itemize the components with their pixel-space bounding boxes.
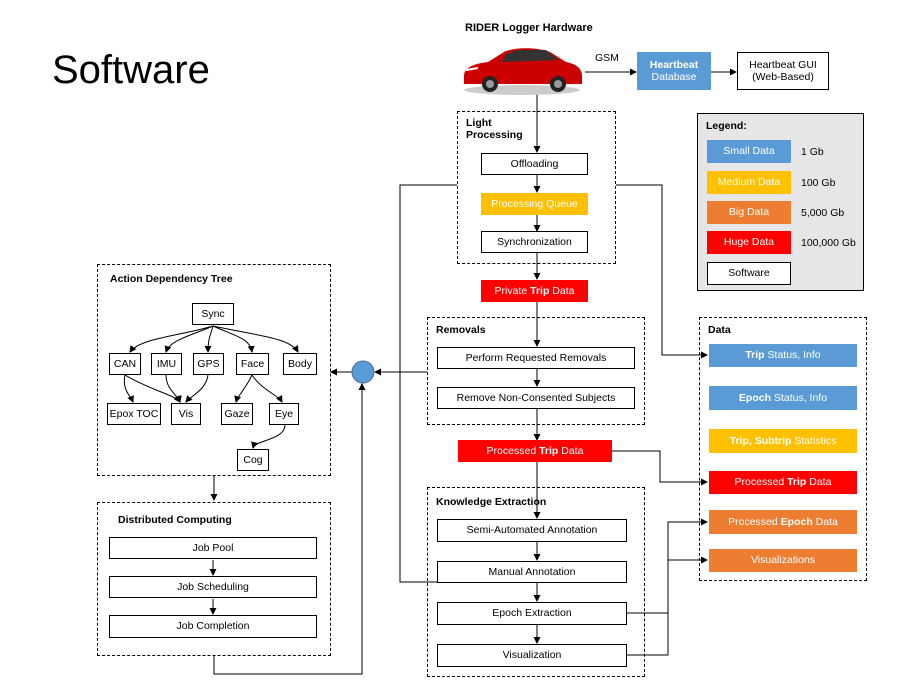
heartbeat-db-line2: Database <box>651 71 697 83</box>
legend-huge-data: Huge Data <box>707 231 791 254</box>
legend-title: Legend: <box>706 120 747 132</box>
synchronization-box: Synchronization <box>481 231 588 253</box>
legend-small-data: Small Data <box>707 140 791 163</box>
car-image <box>464 48 582 95</box>
processed-epoch-data-output: Processed Epoch Data <box>709 510 857 534</box>
face-node: Face <box>236 353 269 375</box>
light-processing-section <box>457 111 616 264</box>
legend-medium-value: 100 Gb <box>801 177 836 189</box>
epox-toc-node: Epox TOC <box>107 403 161 425</box>
legend-big-data: Big Data <box>707 201 791 224</box>
trip-subtrip-statistics: Trip, Subtrip Statistics <box>709 429 857 453</box>
semi-automated-annotation-box: Semi-Automated Annotation <box>437 519 627 542</box>
heartbeat-gui-line1: Heartbeat GUI <box>749 58 817 71</box>
body-node: Body <box>283 353 317 375</box>
visualization-box: Visualization <box>437 644 627 667</box>
epoch-status-info: Epoch Status, Info <box>709 386 857 410</box>
legend-huge-value: 100,000 Gb <box>801 237 856 249</box>
removals-section <box>427 317 645 425</box>
distributed-computing-title: Distributed Computing <box>118 514 232 526</box>
heartbeat-db-line1: Heartbeat <box>649 58 699 71</box>
page-title: Software <box>52 48 210 92</box>
epoch-extraction-box: Epoch Extraction <box>437 602 627 625</box>
hardware-title: RIDER Logger Hardware <box>465 22 593 34</box>
manual-annotation-box: Manual Annotation <box>437 561 627 583</box>
cog-node: Cog <box>237 449 269 471</box>
processing-queue-box: Processing Queue <box>481 193 588 215</box>
knowledge-extraction-section <box>427 487 645 677</box>
job-pool-box: Job Pool <box>109 537 317 559</box>
legend-software: Software <box>707 262 791 285</box>
job-completion-box: Job Completion <box>109 615 317 638</box>
action-tree-title: Action Dependency Tree <box>110 273 233 285</box>
processed-trip-data-output: Processed Trip Data <box>709 471 857 494</box>
heartbeat-gui: Heartbeat GUI (Web-Based) <box>737 52 829 90</box>
data-panel-section <box>699 317 867 581</box>
distributed-computing-section <box>97 502 331 656</box>
private-trip-data: Private Trip Data <box>481 280 588 302</box>
trip-status-info: Trip Status, Info <box>709 344 857 367</box>
heartbeat-database: Heartbeat Database <box>637 52 711 90</box>
gps-node: GPS <box>193 353 224 375</box>
knowledge-extraction-title: Knowledge Extraction <box>436 496 547 508</box>
eye-node: Eye <box>269 403 299 425</box>
processed-trip-data: Processed Trip Data <box>458 440 612 462</box>
offloading-box: Offloading <box>481 153 588 175</box>
can-node: CAN <box>109 353 141 375</box>
vis-node: Vis <box>171 403 201 425</box>
imu-node: IMU <box>151 353 182 375</box>
removals-title: Removals <box>436 324 486 336</box>
gsm-label: GSM <box>595 52 619 64</box>
visualizations-output: Visualizations <box>709 549 857 572</box>
job-scheduling-box: Job Scheduling <box>109 576 317 598</box>
perform-removals-box: Perform Requested Removals <box>437 347 635 369</box>
legend-medium-data: Medium Data <box>707 171 791 194</box>
data-panel-title: Data <box>708 324 731 336</box>
heartbeat-gui-line2: (Web-Based) <box>752 71 814 83</box>
remove-nonconsented-box: Remove Non-Consented Subjects <box>437 387 635 409</box>
legend-small-value: 1 Gb <box>801 146 824 158</box>
action-tree-section <box>97 264 331 476</box>
gaze-node: Gaze <box>221 403 253 425</box>
sync-node: Sync <box>192 303 234 325</box>
legend-big-value: 5,000 Gb <box>801 207 845 219</box>
